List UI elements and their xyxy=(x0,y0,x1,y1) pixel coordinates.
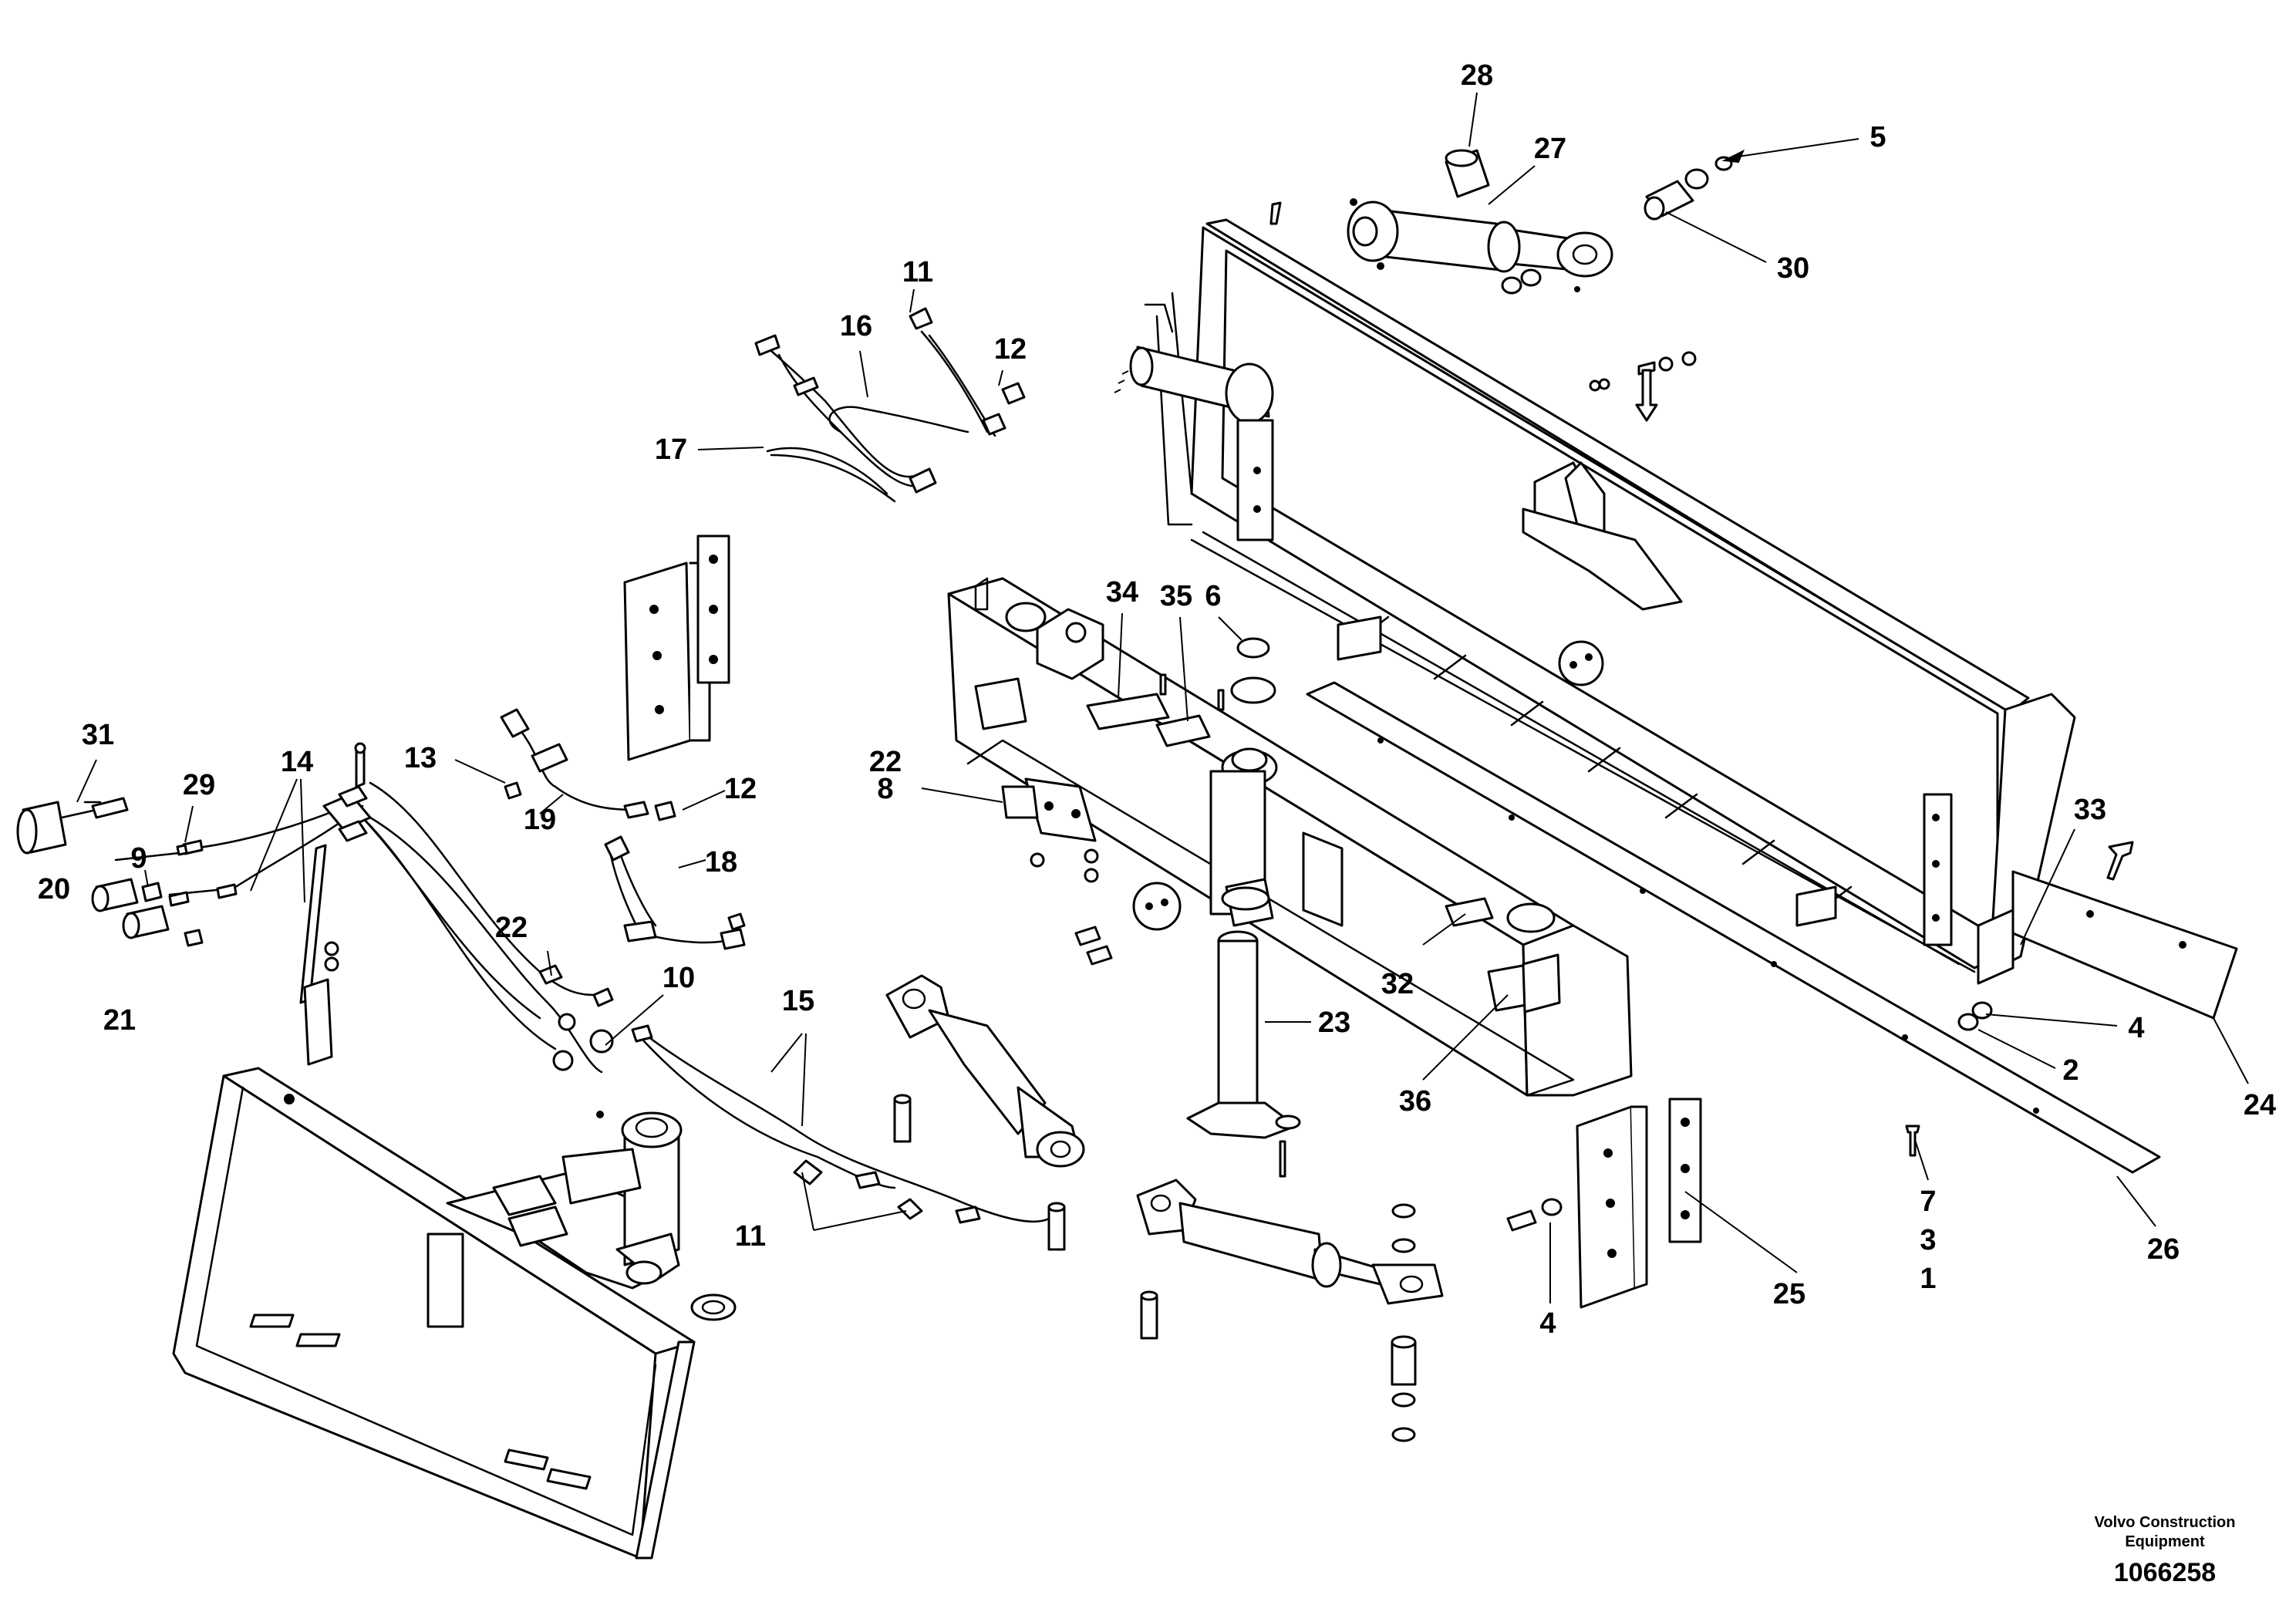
brand-line-1: Volvo Construction xyxy=(2095,1514,2236,1531)
callout-34: 34 xyxy=(1106,576,1138,609)
lift-cylinder-top xyxy=(1347,198,1613,295)
callout-33: 33 xyxy=(2074,794,2106,826)
callout-16: 16 xyxy=(840,310,872,342)
callout-12-lower: 12 xyxy=(724,773,757,805)
document-number: 1066258 xyxy=(2114,1558,2216,1587)
callout-11-lower: 11 xyxy=(735,1220,766,1253)
callout-22-fitting: 22 xyxy=(495,912,528,944)
pin-30-and-ring-5 xyxy=(1644,156,1733,221)
callout-2: 2 xyxy=(2062,1054,2079,1087)
callout-15: 15 xyxy=(782,985,814,1017)
small-bolt-7 xyxy=(1905,1125,1920,1157)
callout-36: 36 xyxy=(1399,1085,1431,1118)
couplers xyxy=(16,797,204,947)
blade-moldboard xyxy=(1114,218,2076,985)
callout-10: 10 xyxy=(663,962,695,994)
callout-25: 25 xyxy=(1773,1278,1805,1310)
callout-labels: 28 27 5 30 11 16 12 17 34 35 6 31 29 14 … xyxy=(38,59,2276,1340)
callout-19: 19 xyxy=(524,804,556,836)
callout-27: 27 xyxy=(1534,133,1566,165)
callout-13: 13 xyxy=(404,742,437,774)
callout-20: 20 xyxy=(38,873,70,905)
wear-plates-lower xyxy=(1506,1098,1702,1309)
callout-6: 6 xyxy=(1205,580,1221,612)
control-valve xyxy=(1001,777,1099,883)
angle-cylinder-middle xyxy=(885,974,1158,1340)
cutting-edge xyxy=(2011,870,2238,1020)
callout-4-lower: 4 xyxy=(1539,1307,1556,1340)
callout-26: 26 xyxy=(2147,1233,2180,1266)
hoses-lower xyxy=(631,1024,1050,1224)
callout-22-valve: 22 xyxy=(869,746,902,778)
callout-24: 24 xyxy=(2244,1089,2276,1121)
wear-strip xyxy=(1306,681,2161,1174)
callout-9: 9 xyxy=(130,842,147,875)
hoses-left xyxy=(83,708,746,1074)
washers-and-bolts xyxy=(1074,637,1276,966)
leader-lines xyxy=(76,92,2249,1303)
callout-32: 32 xyxy=(1381,968,1414,1000)
callout-18: 18 xyxy=(705,846,737,878)
nut-2 xyxy=(1957,1001,1993,1031)
callout-12-upper: 12 xyxy=(994,333,1027,366)
callout-5: 5 xyxy=(1870,121,1886,153)
callout-8: 8 xyxy=(877,773,893,805)
callout-14: 14 xyxy=(281,746,313,778)
post-23 xyxy=(1186,930,1301,1178)
wear-plates-upper xyxy=(623,534,730,761)
angle-cylinder-lower xyxy=(1136,1179,1444,1442)
callout-11-upper: 11 xyxy=(902,256,933,288)
callout-28: 28 xyxy=(1461,59,1493,92)
callout-3: 3 xyxy=(1920,1224,1936,1256)
callout-4-upper: 4 xyxy=(2128,1012,2144,1044)
callout-1: 1 xyxy=(1920,1263,1936,1295)
callout-35: 35 xyxy=(1160,580,1192,612)
hoses-upper xyxy=(754,307,1026,503)
footer-brand: Volvo Construction Equipment 1066258 xyxy=(2095,1514,2236,1587)
callout-17: 17 xyxy=(655,433,687,466)
callout-31: 31 xyxy=(82,719,114,751)
callout-7: 7 xyxy=(1920,1185,1936,1218)
bolt-33 xyxy=(2106,841,2134,881)
callout-29: 29 xyxy=(183,769,215,801)
callout-21: 21 xyxy=(103,1004,136,1037)
attachment-plate xyxy=(172,1067,737,1560)
pin-28 xyxy=(1445,149,1490,198)
brand-line-2: Equipment xyxy=(2125,1533,2205,1550)
callout-30: 30 xyxy=(1777,252,1809,285)
pin-hardware xyxy=(1269,201,1697,422)
callout-23: 23 xyxy=(1318,1007,1350,1039)
center-frame xyxy=(947,577,1633,1097)
